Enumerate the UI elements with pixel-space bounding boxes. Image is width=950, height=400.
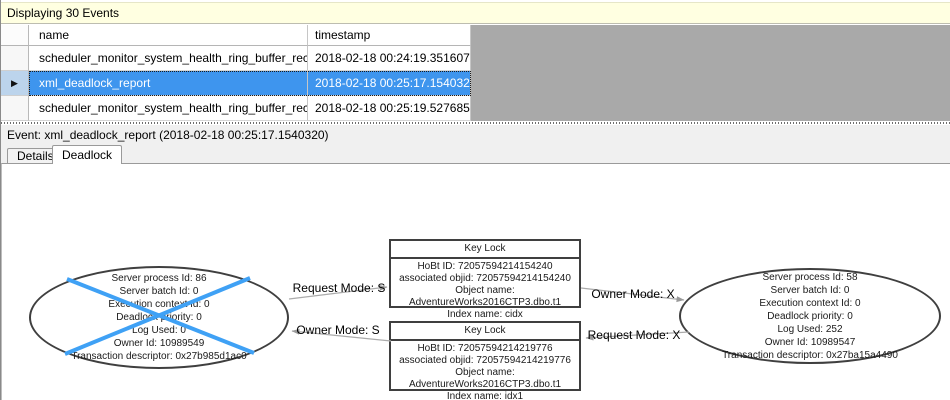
edge-label-request-mode-x: Request Mode: X: [587, 328, 681, 342]
event-timestamp-cell: 2018-02-18 00:24:19.3516078: [308, 46, 471, 71]
column-header-name[interactable]: name: [29, 25, 308, 46]
process-detail-line: Execution context Id: 0: [108, 299, 210, 310]
deadlock-graph-pane: Server process Id: 86 Server batch Id: 0…: [1, 163, 950, 400]
event-row[interactable]: scheduler_monitor_system_health_ring_buf…: [1, 96, 471, 121]
row-selector-header-cell: [1, 25, 29, 46]
event-timestamp-cell: 2018-02-18 00:25:19.5276859: [308, 96, 471, 121]
process-detail-line: Server batch Id: 0: [119, 286, 199, 297]
process-detail-line: Log Used: 0: [132, 325, 186, 336]
deadlock-graph: Server process Id: 86 Server batch Id: 0…: [2, 164, 950, 400]
edge-label-owner-mode-x: Owner Mode: X: [591, 287, 675, 301]
event-timestamp-cell: 2018-02-18 00:25:17.1540320: [308, 71, 471, 96]
event-name-cell: scheduler_monitor_system_health_ring_buf…: [29, 46, 308, 71]
edge-label-request-mode-s: Request Mode: S: [292, 281, 386, 295]
resource-detail-line: Object name: AdventureWorks2016CTP3.dbo.…: [408, 285, 562, 308]
resource-node-key-lock-bottom[interactable]: Key Lock HoBt ID: 72057594214219776 asso…: [389, 321, 581, 400]
event-name-cell: scheduler_monitor_system_health_ring_buf…: [29, 96, 308, 121]
edge-label-owner-mode-s: Owner Mode: S: [296, 323, 380, 337]
resource-title: Key Lock: [391, 241, 579, 259]
events-grid-table: name timestamp scheduler_monitor_system_…: [1, 25, 471, 121]
resource-detail-line: HoBt ID: 72057594214154240: [417, 261, 553, 272]
detail-tab-strip: Details Deadlock: [1, 145, 950, 164]
current-row-arrow-icon: ▶: [11, 77, 18, 88]
process-detail-line: Server process Id: 58: [762, 271, 858, 283]
process-detail-line: Transaction descriptor: 0x27b985d1ac0: [71, 351, 247, 362]
row-selector-cell[interactable]: [1, 46, 29, 71]
process-node-victim[interactable]: Server process Id: 86 Server batch Id: 0…: [29, 266, 289, 369]
process-detail-line: Owner Id: 10989547: [764, 336, 856, 348]
pane-splitter-handle[interactable]: [1, 121, 950, 125]
process-detail-line: Log Used: 252: [777, 323, 843, 335]
process-detail-line: Server batch Id: 0: [770, 284, 850, 296]
row-selector-cell[interactable]: ▶: [1, 71, 29, 96]
tab-deadlock[interactable]: Deadlock: [52, 145, 123, 164]
process-detail-line: Server process Id: 86: [111, 273, 207, 284]
resource-detail-line: Index name: idx1: [446, 391, 524, 400]
resource-detail-line: Index name: cidx: [447, 309, 523, 320]
resource-title: Key Lock: [391, 323, 579, 341]
column-header-timestamp[interactable]: timestamp: [308, 25, 471, 46]
row-selector-cell[interactable]: [1, 96, 29, 121]
process-detail-line: Deadlock priority: 0: [116, 312, 202, 323]
events-grid-header-row: name timestamp: [1, 25, 471, 46]
process-detail-line: Owner Id: 10989549: [113, 338, 205, 349]
event-name-cell: xml_deadlock_report: [29, 71, 308, 96]
process-node[interactable]: Server process Id: 58 Server batch Id: 0…: [679, 268, 941, 364]
event-row[interactable]: scheduler_monitor_system_health_ring_buf…: [1, 46, 471, 71]
resource-detail-line: associated objid: 72057594214219776: [399, 355, 571, 366]
resource-detail-line: Object name: AdventureWorks2016CTP3.dbo.…: [408, 367, 562, 390]
events-grid: name timestamp scheduler_monitor_system_…: [1, 25, 950, 121]
tab-details[interactable]: Details: [7, 148, 64, 163]
resource-detail-line: associated objid: 72057594214154240: [399, 273, 571, 284]
resource-detail-line: HoBt ID: 72057594214219776: [417, 343, 553, 354]
process-detail-line: Transaction descriptor: 0x27ba15a4490: [722, 349, 898, 361]
event-summary: Event: xml_deadlock_report (2018-02-18 0…: [1, 125, 950, 145]
displaying-events-bar: Displaying 30 Events: [1, 2, 950, 24]
process-detail-line: Execution context Id: 0: [759, 297, 861, 309]
resource-node-key-lock-top[interactable]: Key Lock HoBt ID: 72057594214154240 asso…: [389, 239, 581, 320]
event-row-selected[interactable]: ▶ xml_deadlock_report 2018-02-18 00:25:1…: [1, 71, 471, 96]
process-detail-line: Deadlock priority: 0: [767, 310, 853, 322]
